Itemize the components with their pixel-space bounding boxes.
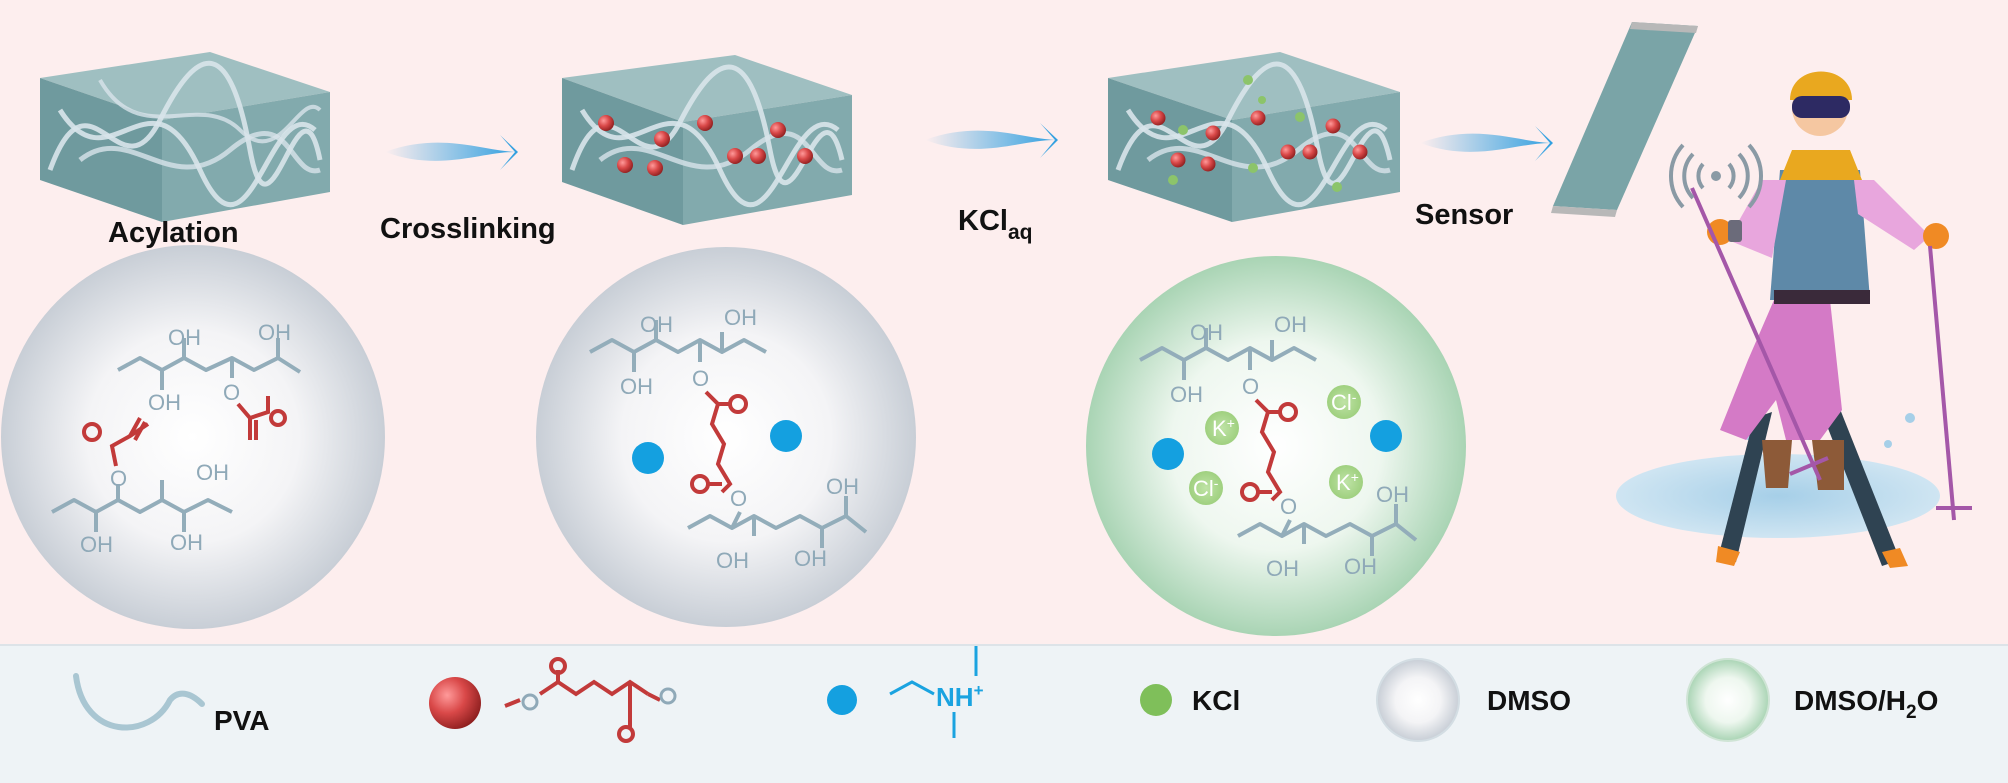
label-crosslinking: Crosslinking (380, 213, 556, 245)
svg-text:O: O (223, 380, 240, 405)
svg-text:OH: OH (620, 374, 653, 399)
molecular-view-acylation: OH OH OH O OH OH OH O (1, 245, 385, 629)
label-acylation: Acylation (108, 217, 239, 249)
ammonium-bead (1152, 438, 1184, 470)
svg-text:OH: OH (1344, 554, 1377, 579)
svg-text:OH: OH (258, 320, 291, 345)
svg-text:OH: OH (724, 305, 757, 330)
svg-text:KCl: KCl (1192, 685, 1240, 716)
svg-text:OH: OH (716, 548, 749, 573)
sensor-strip (1551, 22, 1698, 217)
ammonium-bead-icon (827, 685, 857, 715)
svg-text:K+: K+ (1212, 415, 1235, 441)
crosslinker-beads (598, 115, 813, 176)
kcl-dots-3 (1168, 75, 1342, 192)
arrow-2 (925, 123, 1058, 158)
legend-item-ammonium: NH+ (827, 646, 984, 738)
crosslinker-beads-3 (1150, 110, 1368, 172)
svg-text:OH: OH (1376, 482, 1409, 507)
crosslinker-bead-icon (429, 677, 481, 729)
svg-text:OH: OH (1274, 312, 1307, 337)
svg-text:OH: OH (196, 460, 229, 485)
svg-text:OH: OH (80, 532, 113, 557)
svg-text:DMSO: DMSO (1487, 685, 1571, 716)
svg-text:O: O (730, 486, 747, 511)
hydrogel-block-1 (40, 52, 330, 222)
svg-text:O: O (1242, 374, 1259, 399)
legend-item-kcl: KCl (1140, 684, 1240, 716)
svg-text:Cl-: Cl- (1193, 475, 1219, 501)
legend-bar (0, 645, 2008, 783)
svg-text:DMSO/H2O: DMSO/H2O (1794, 685, 1938, 723)
svg-text:O: O (1280, 494, 1297, 519)
cl-ion: Cl- (1189, 471, 1223, 505)
svg-text:O: O (110, 466, 127, 491)
hydrogel-block-2 (562, 55, 852, 225)
svg-text:OH: OH (826, 474, 859, 499)
svg-text:OH: OH (1190, 320, 1223, 345)
label-kcl-aq: KClaq (958, 205, 1032, 244)
ammonium-bead (632, 442, 664, 474)
ammonium-bead (770, 420, 802, 452)
cl-ion: Cl- (1327, 385, 1361, 419)
legend-item-pva: PVA (73, 673, 270, 736)
legend-item-dmso-h2o: DMSO/H2O (1686, 658, 1938, 742)
arrow-1 (385, 135, 518, 170)
legend: PVA NH+ K (73, 646, 1938, 743)
molecular-view-crosslinking: OH OH OH O O OH OH OH (536, 247, 916, 627)
kcl-dot-icon (1140, 684, 1172, 716)
svg-text:OH: OH (170, 530, 203, 555)
svg-text:NH+: NH+ (936, 681, 984, 712)
svg-text:OH: OH (1170, 382, 1203, 407)
legend-item-dmso: DMSO (1376, 658, 1571, 742)
k-ion: K+ (1205, 411, 1239, 445)
arrow-3 (1420, 126, 1553, 161)
svg-text:O: O (692, 366, 709, 391)
dmso-h2o-bubble-icon (1686, 658, 1770, 742)
k-ion: K+ (1329, 465, 1363, 499)
svg-text:OH: OH (640, 312, 673, 337)
svg-text:OH: OH (794, 546, 827, 571)
hydrogel-block-3 (1108, 52, 1400, 222)
ammonium-bead (1370, 420, 1402, 452)
wireless-signal-icon (1669, 143, 1763, 209)
dmso-bubble-icon (1376, 658, 1460, 742)
svg-text:OH: OH (148, 390, 181, 415)
svg-text:OH: OH (168, 325, 201, 350)
legend-item-crosslinker (429, 657, 677, 743)
molecular-view-kcl: OH OH OH O O OH OH OH K+ K+ Cl- (1086, 256, 1466, 636)
svg-text:OH: OH (1266, 556, 1299, 581)
label-sensor: Sensor (1415, 199, 1513, 231)
skier-illustration (1616, 71, 1972, 568)
svg-text:Cl-: Cl- (1331, 389, 1357, 415)
svg-text:K+: K+ (1336, 469, 1359, 495)
svg-text:PVA: PVA (214, 705, 270, 736)
